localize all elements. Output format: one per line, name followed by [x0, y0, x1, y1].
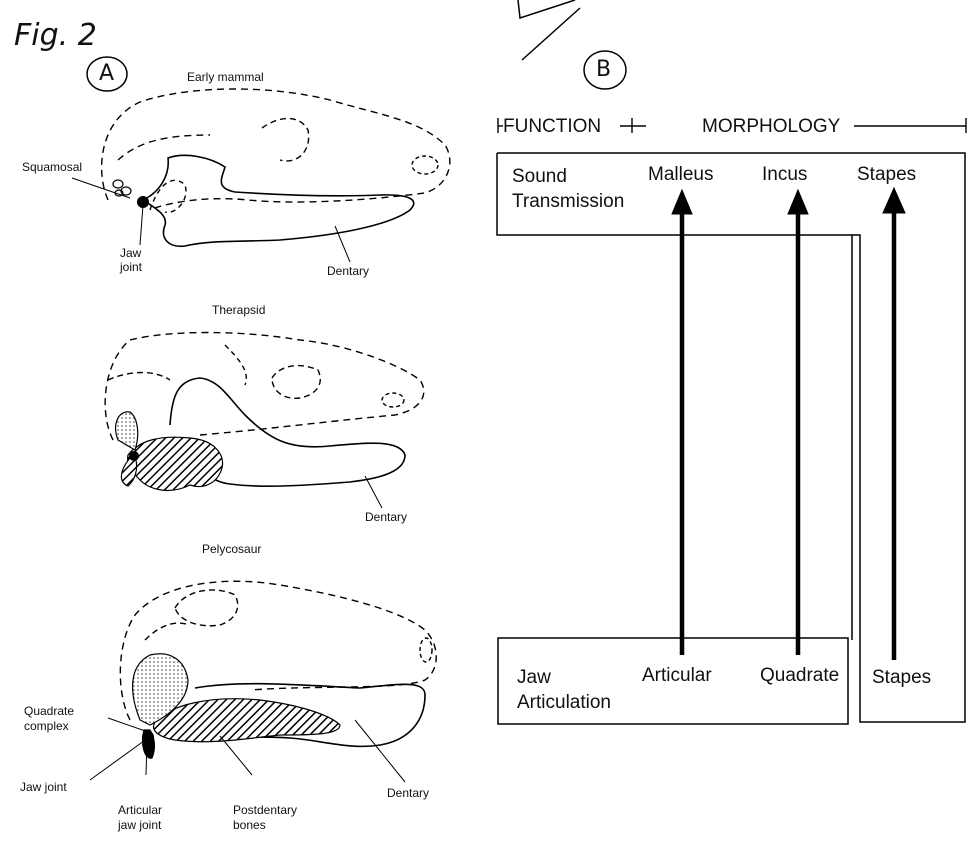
stapes-bottom-label: Stapes — [872, 667, 931, 689]
stray-corner-mark — [518, 0, 580, 60]
early-mammal-ear-bones — [113, 180, 131, 196]
therapsid-dentary-label: Dentary — [365, 510, 407, 524]
early-mammal-jaw-joint-label: Jaw joint — [120, 246, 142, 274]
quadrate-complex-label: Quadrate complex — [24, 704, 74, 734]
squamosal-label: Squamosal — [22, 160, 82, 174]
early-mammal-title: Early mammal — [187, 70, 264, 84]
function-header: FUNCTION — [503, 116, 601, 138]
jaw-articulation-label: Jaw Articulation — [517, 665, 611, 715]
therapsid-skull — [105, 333, 424, 441]
figure-label: Fig. 2 — [14, 18, 97, 53]
pelycosaur-title: Pelycosaur — [202, 542, 261, 556]
incus-label: Incus — [762, 164, 807, 186]
therapsid-jaw-joint-dot — [129, 451, 139, 461]
panel-a-label: A — [99, 61, 114, 86]
articular-label: Articular — [642, 665, 712, 687]
transformation-arrows — [672, 188, 905, 660]
articular-jaw-joint-label: Articular jaw joint — [118, 803, 162, 833]
therapsid-title: Therapsid — [212, 303, 265, 317]
quadrate-label: Quadrate — [760, 665, 839, 687]
stapes-top-label: Stapes — [857, 164, 916, 186]
malleus-label: Malleus — [648, 164, 713, 186]
panel-b-label: B — [596, 57, 611, 82]
early-mammal-dentary-label: Dentary — [327, 264, 369, 278]
pelycosaur-dentary-label: Dentary — [387, 786, 429, 800]
therapsid-postdentary — [116, 412, 223, 491]
morphology-header: MORPHOLOGY — [702, 116, 840, 138]
early-mammal-leaders — [72, 178, 350, 262]
postdentary-bones-label: Postdentary bones — [233, 803, 297, 833]
sound-transmission-label: Sound Transmission — [512, 164, 624, 214]
pelycosaur-jaw-joint-label: Jaw joint — [20, 780, 67, 794]
pelycosaur-postdentary — [133, 654, 340, 758]
therapsid-dentary-leader — [365, 476, 382, 508]
